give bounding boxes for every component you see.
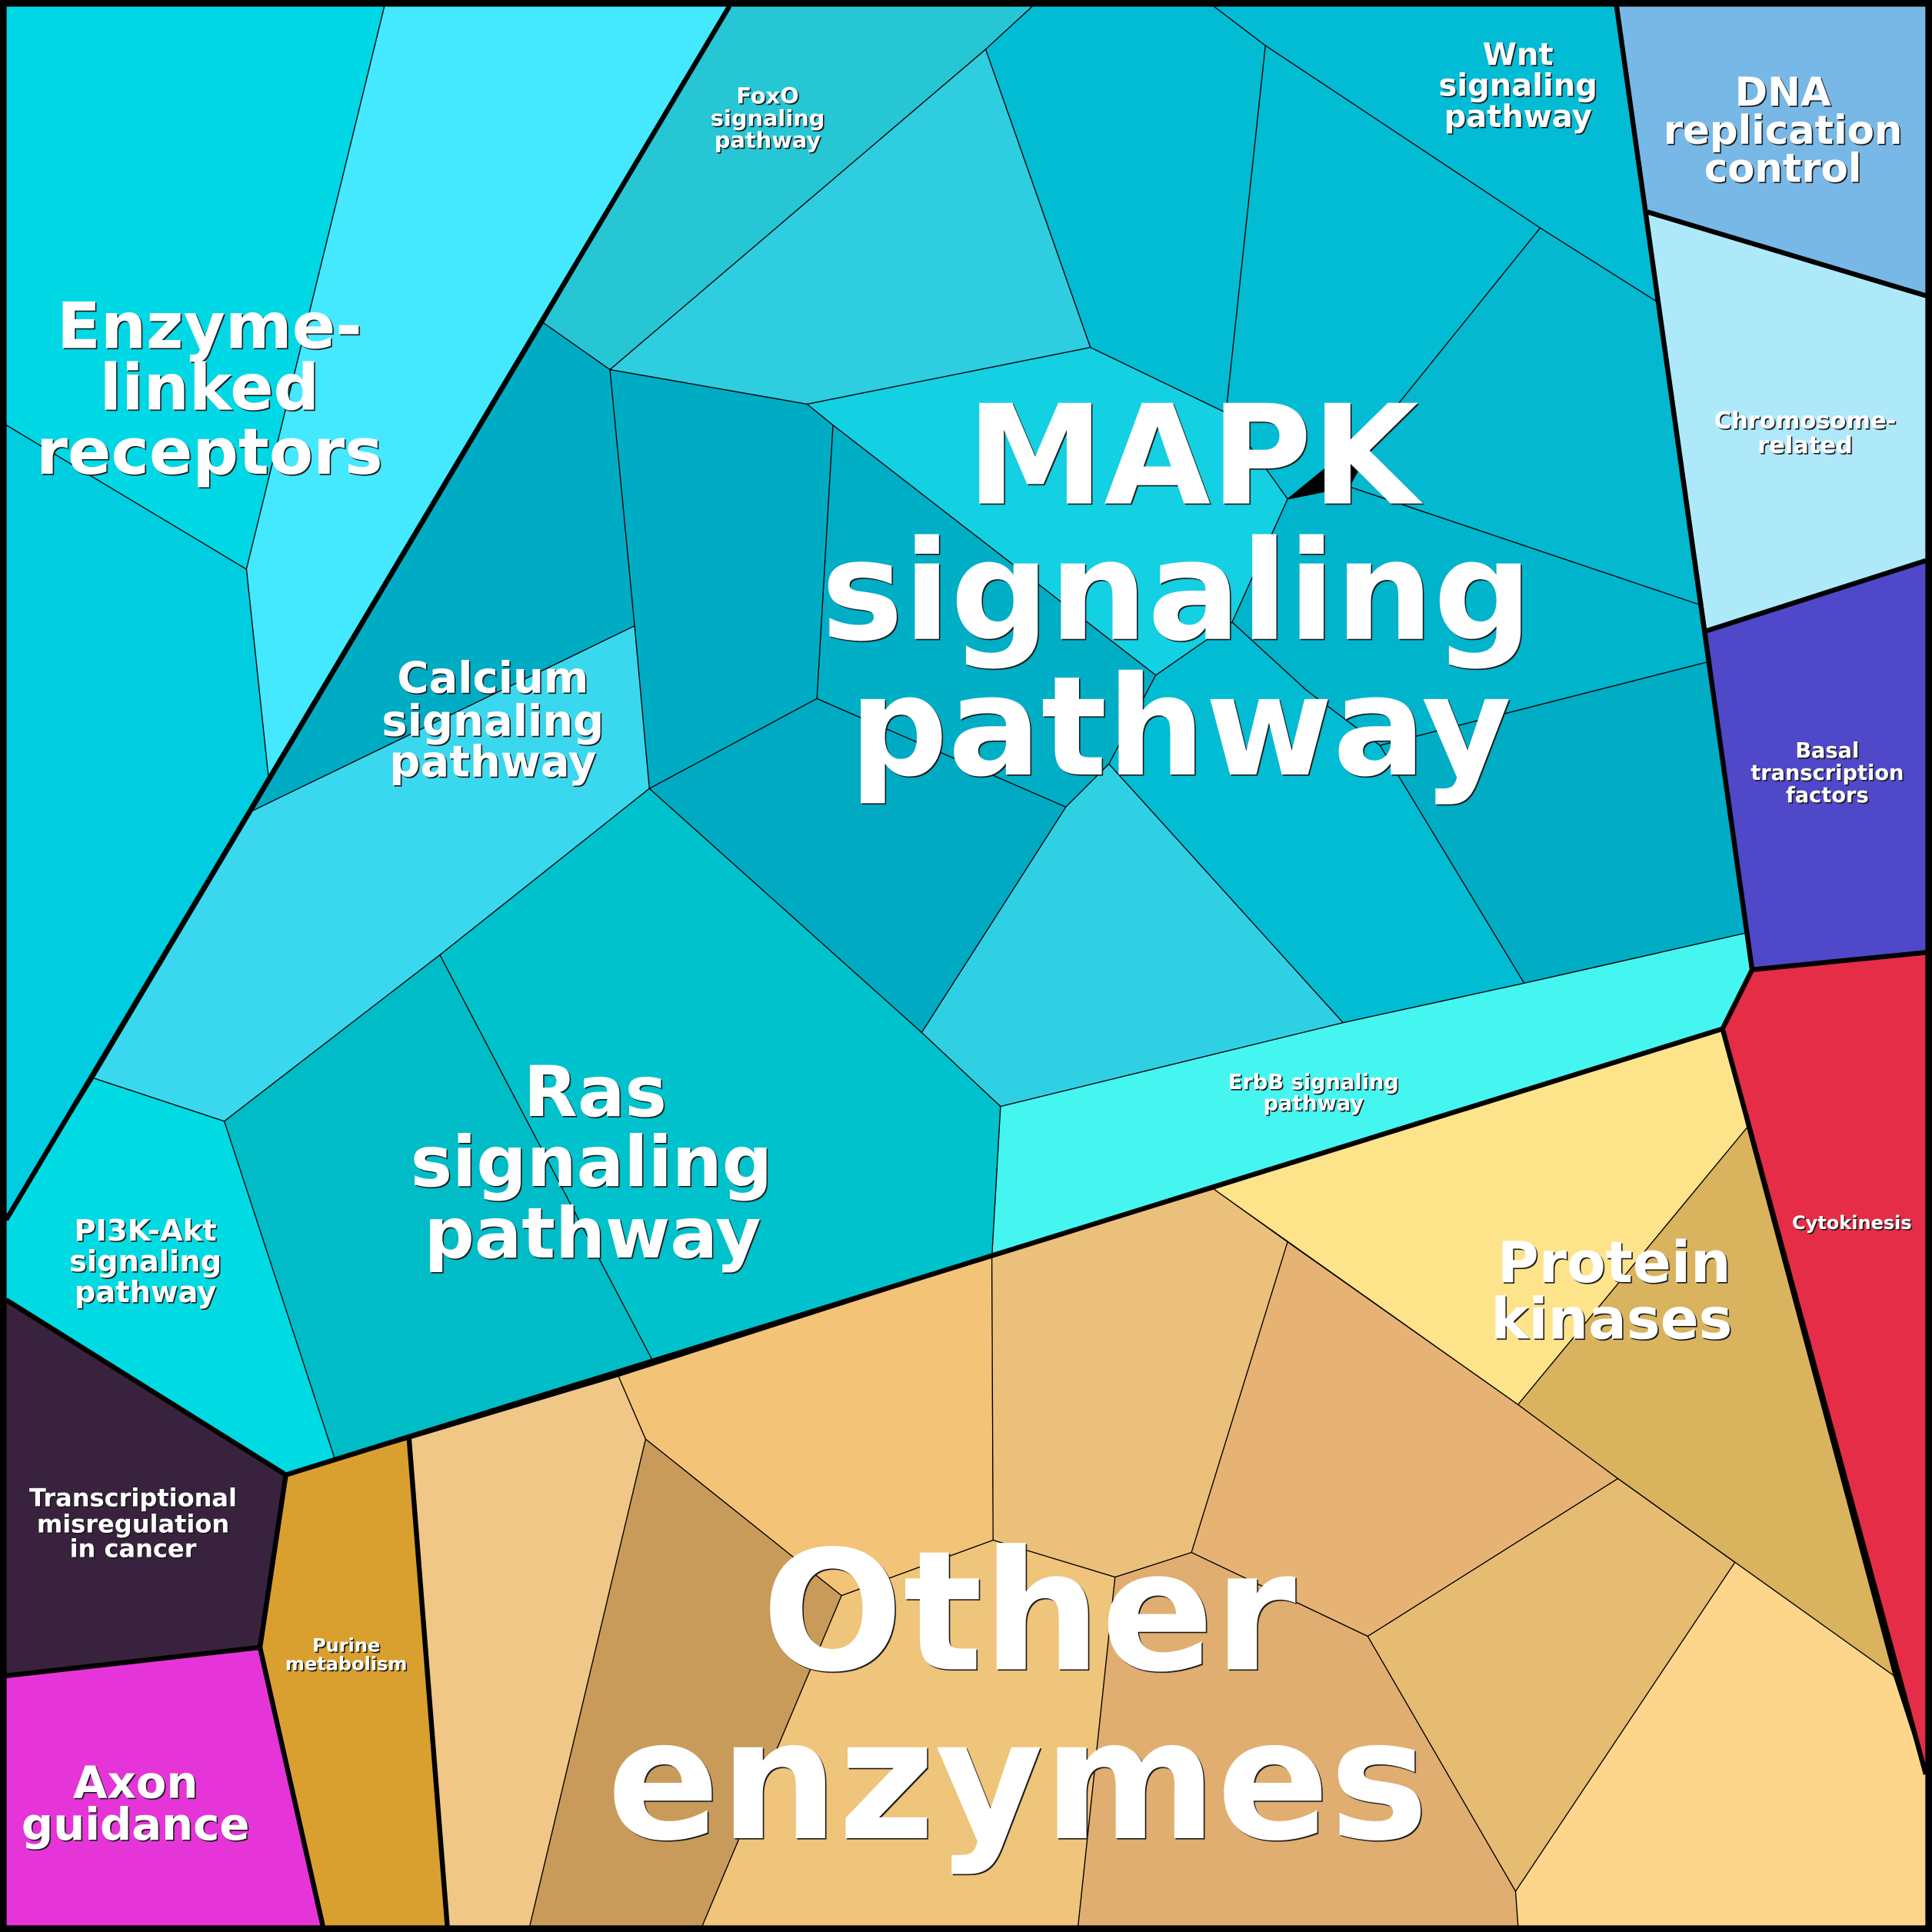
label-chromosome: Chromosome-related: [1714, 407, 1896, 458]
cell-signal-c[interactable]: [1225, 45, 1541, 500]
label-cytokinesis: Cytokinesis: [1792, 1212, 1912, 1234]
cell-other-6[interactable]: [1191, 1241, 1619, 1637]
cells: [5, 5, 1927, 1927]
